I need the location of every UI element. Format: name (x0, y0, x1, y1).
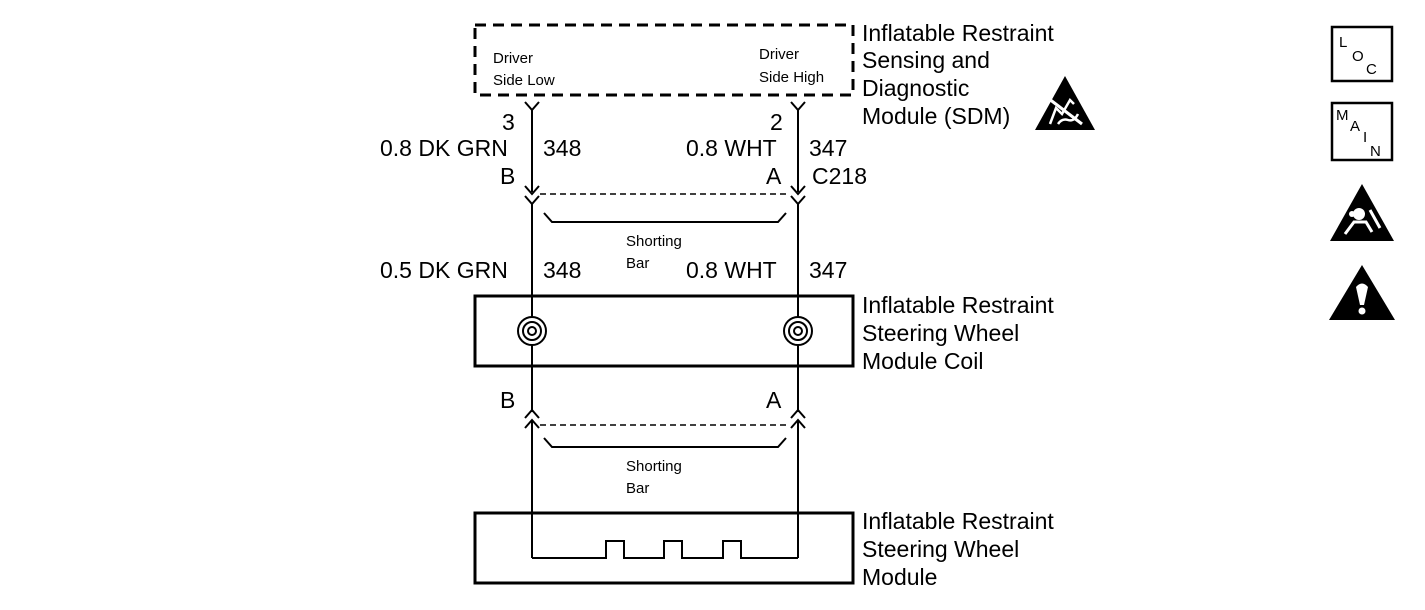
coil-title-3: Module Coil (862, 348, 983, 374)
sdm-right-label-1: Driver (759, 46, 799, 63)
loc-icon-letter-3: C (1366, 61, 1377, 78)
c218-terminal-a-upper (790, 185, 806, 196)
module-title-3: Module (862, 564, 937, 590)
sdm-left-label-1: Driver (493, 50, 533, 67)
squib-element (532, 540, 798, 559)
lower-terminal-b-upper (524, 408, 540, 419)
lower-left-terminal: B (500, 387, 515, 413)
sdm-title-3: Diagnostic (862, 75, 969, 101)
shorting-bar-upper-label-2: Bar (626, 255, 649, 272)
coil-title-2: Steering Wheel (862, 320, 1019, 346)
lower-right-terminal: A (766, 387, 782, 413)
shorting-bar-lower-label-1: Shorting (626, 458, 682, 475)
loc-icon-letter-2: O (1352, 48, 1364, 65)
upper-left-circuit: 348 (543, 135, 581, 161)
sdm-pin-right: 2 (770, 109, 783, 135)
caution-icon[interactable] (1329, 265, 1395, 320)
shorting-bar-lower-label-2: Bar (626, 480, 649, 497)
sdm-title-2: Sensing and (862, 47, 990, 73)
sdm-terminal-right (790, 101, 806, 112)
main-icon[interactable]: M A I N (1330, 101, 1394, 162)
sdm-left-label-2: Side Low (493, 72, 555, 89)
lower-terminal-a-upper (790, 408, 806, 419)
upper-right-gauge: 0.8 WHT (686, 135, 777, 161)
c218-terminal-b-upper (524, 185, 540, 196)
sdm-terminal-left (524, 101, 540, 112)
upper-right-terminal: A (766, 163, 782, 189)
shorting-bar-upper-label-1: Shorting (626, 233, 682, 250)
main-icon-letter-3: I (1363, 129, 1367, 146)
main-icon-letter-1: M (1336, 107, 1349, 124)
main-icon-letter-4: N (1370, 143, 1381, 160)
coil-box (473, 294, 855, 368)
esd-sensitive-icon (1035, 76, 1095, 130)
main-icon-letter-2: A (1350, 118, 1360, 135)
module-title-1: Inflatable Restraint (862, 508, 1054, 534)
coil-spiral-right (783, 316, 813, 346)
sdm-box (473, 23, 855, 97)
middle-left-circuit: 348 (543, 257, 581, 283)
sdm-right-label-2: Side High (759, 69, 824, 86)
connector-c218: C218 (812, 163, 867, 189)
upper-right-circuit: 347 (809, 135, 847, 161)
middle-left-gauge: 0.5 DK GRN (380, 257, 508, 283)
loc-icon[interactable]: L O C (1330, 25, 1394, 83)
shorting-bar-lower (543, 437, 787, 448)
airbag-warning-icon[interactable] (1330, 184, 1394, 241)
c218-terminal-b-lower (524, 195, 540, 206)
module-title-2: Steering Wheel (862, 536, 1019, 562)
coil-title-1: Inflatable Restraint (862, 292, 1054, 318)
c218-terminal-a-lower (790, 195, 806, 206)
shorting-bar-upper (543, 212, 787, 223)
loc-icon-letter-1: L (1339, 34, 1347, 51)
upper-left-gauge: 0.8 DK GRN (380, 135, 508, 161)
sdm-title-4: Module (SDM) (862, 103, 1010, 129)
sdm-pin-left: 3 (502, 109, 515, 135)
module-box (473, 511, 855, 585)
middle-right-gauge: 0.8 WHT (686, 257, 777, 283)
coil-spiral-left (517, 316, 547, 346)
upper-left-terminal: B (500, 163, 515, 189)
sdm-title-1: Inflatable Restraint (862, 20, 1054, 46)
middle-right-circuit: 347 (809, 257, 847, 283)
